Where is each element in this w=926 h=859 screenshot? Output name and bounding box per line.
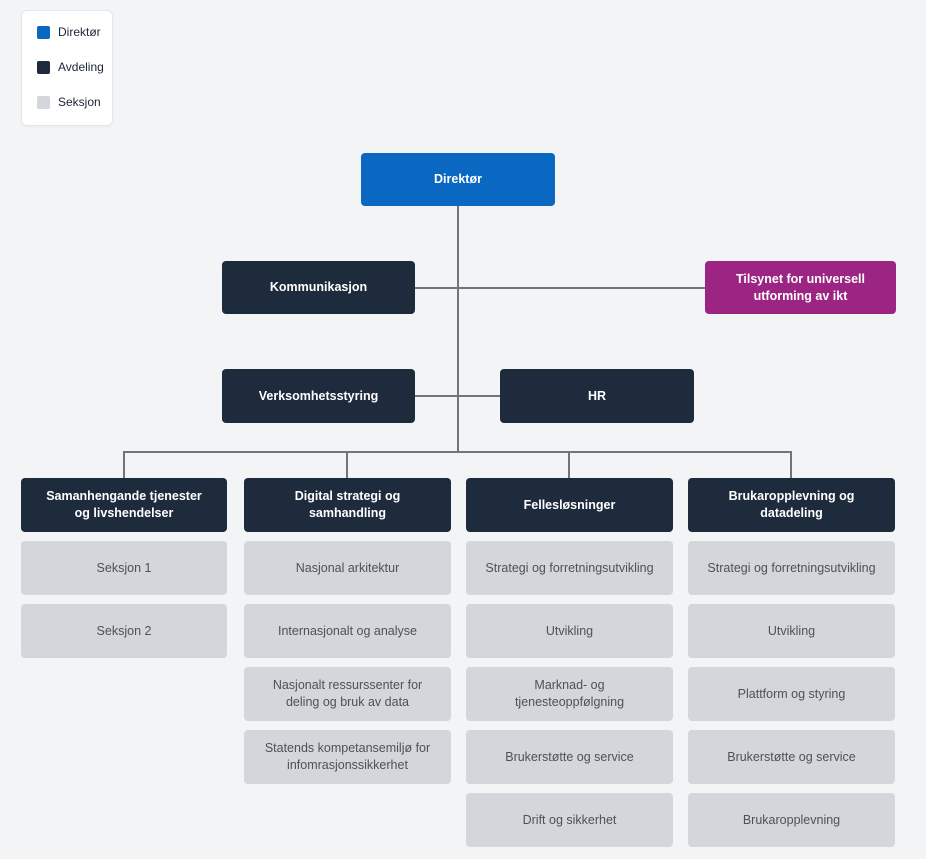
connector-stub-dept-4 [790, 451, 792, 478]
node-section: Brukerstøtte og service [688, 730, 895, 784]
node-section: Nasjonal arkitektur [244, 541, 451, 595]
node-section: Strategi og forretningsutvikling [466, 541, 673, 595]
sections-column-4: Strategi og forretningsutvikling Utvikli… [688, 541, 895, 847]
node-dept-felleslosninger: Fellesløsninger [466, 478, 673, 532]
node-section: Statends kompetansemiljø for infomrasjon… [244, 730, 451, 784]
node-kommunikasjon: Kommunikasjon [222, 261, 415, 314]
legend-label: Direktør [58, 25, 101, 39]
node-section: Seksjon 2 [21, 604, 227, 658]
legend-item-avdeling: Avdeling [37, 60, 104, 74]
node-section: Marknad- og tjenesteoppfølgning [466, 667, 673, 721]
sections-column-3: Strategi og forretningsutvikling Utvikli… [466, 541, 673, 847]
connector-level2-horizontal [415, 287, 705, 289]
node-section: Strategi og forretningsutvikling [688, 541, 895, 595]
node-dept-samanhengande-tjenester: Samanhengande tjenester og livshendelser [21, 478, 227, 532]
connector-departments-horizontal [123, 451, 792, 453]
legend-item-seksjon: Seksjon [37, 95, 101, 109]
connector-level3-horizontal [415, 395, 500, 397]
node-dept-brukaropplevning-datadeling: Brukaropplevning og datadeling [688, 478, 895, 532]
node-verksomhetsstyring: Verksomhetsstyring [222, 369, 415, 423]
legend-label: Avdeling [58, 60, 104, 74]
node-hr: HR [500, 369, 694, 423]
avdeling-color-swatch [37, 60, 50, 74]
seksjon-color-swatch [37, 95, 50, 109]
legend-item-direktor: Direktør [37, 25, 101, 39]
node-section: Nasjonalt ressurssenter for deling og br… [244, 667, 451, 721]
connector-stub-dept-1 [123, 451, 125, 478]
legend: Direktør Avdeling Seksjon [21, 10, 113, 126]
node-tilsynet-universell-utforming: Tilsynet for universell utforming av ikt [705, 261, 896, 314]
node-section: Utvikling [466, 604, 673, 658]
node-dept-digital-strategi: Digital strategi og samhandling [244, 478, 451, 532]
node-direktor: Direktør [361, 153, 555, 206]
node-section: Drift og sikkerhet [466, 793, 673, 847]
node-section: Utvikling [688, 604, 895, 658]
node-section: Plattform og styring [688, 667, 895, 721]
legend-label: Seksjon [58, 95, 101, 109]
node-section: Brukaropplevning [688, 793, 895, 847]
sections-column-2: Nasjonal arkitektur Internasjonalt og an… [244, 541, 451, 784]
connector-stub-dept-2 [346, 451, 348, 478]
node-section: Brukerstøtte og service [466, 730, 673, 784]
node-section: Seksjon 1 [21, 541, 227, 595]
sections-column-1: Seksjon 1 Seksjon 2 [21, 541, 227, 658]
connector-stub-dept-3 [568, 451, 570, 478]
node-section: Internasjonalt og analyse [244, 604, 451, 658]
direktor-color-swatch [37, 25, 50, 39]
connector-root-vertical [457, 206, 459, 452]
